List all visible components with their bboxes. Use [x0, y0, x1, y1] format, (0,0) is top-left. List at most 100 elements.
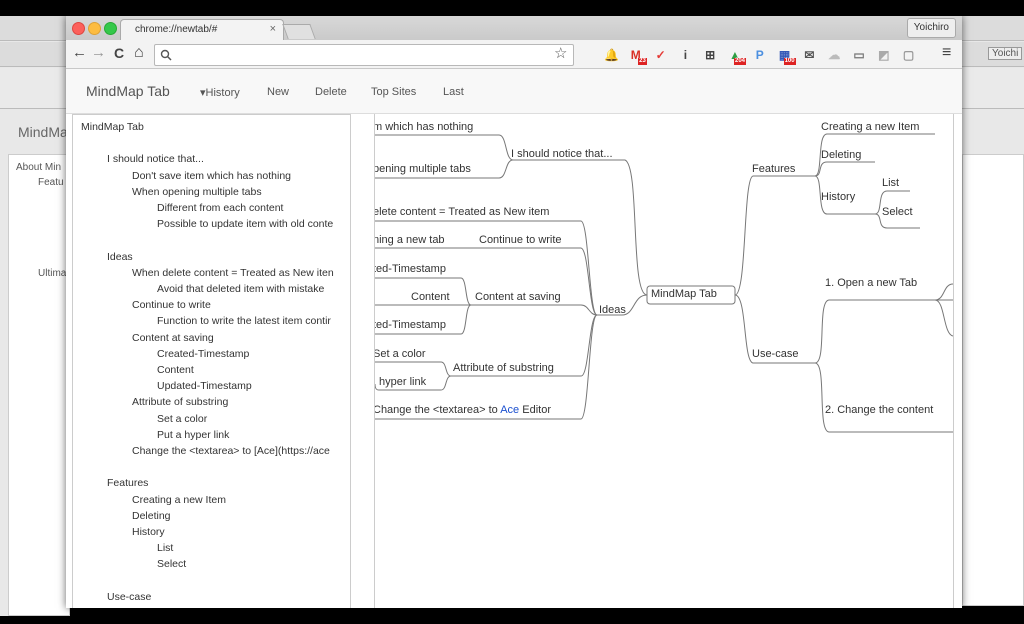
mindmap-root[interactable]: MindMap Tab	[651, 288, 717, 300]
new-tab-button[interactable]	[282, 24, 316, 39]
extension-glyph: ▦	[778, 48, 791, 62]
extension-glyph: ✓	[655, 48, 666, 62]
mindmap-node[interactable]: Continue to write	[479, 234, 562, 246]
mindmap-node[interactable]: pening multiple tabs	[374, 163, 471, 175]
mindmap-node-usecase[interactable]: Use-case	[752, 348, 799, 360]
close-window-button[interactable]	[72, 22, 85, 35]
background-toolbar	[0, 42, 70, 67]
background-window-left: MindMa About Min Featu Ultima	[0, 16, 70, 616]
address-bar[interactable]	[154, 44, 574, 66]
extension-glyph: ◩	[878, 48, 890, 62]
mindmap-node[interactable]: Content	[411, 291, 450, 303]
close-icon[interactable]: ×	[269, 23, 276, 35]
mindmap-node[interactable]: ted-Timestamp	[374, 319, 446, 331]
mindmap-node[interactable]: Set a color	[374, 348, 426, 360]
calendar-icon[interactable]: ▦100	[778, 48, 796, 65]
maximize-window-button[interactable]	[104, 22, 117, 35]
rss-icon[interactable]: ◩	[877, 48, 891, 62]
star-icon[interactable]: ☆	[554, 45, 568, 62]
user-profile-button[interactable]: Yoichiro	[906, 18, 956, 38]
background-line: Ultima	[38, 268, 67, 279]
mindmap-node[interactable]: List	[882, 177, 900, 189]
extension-glyph: ⊞	[705, 48, 716, 62]
address-input[interactable]	[177, 46, 541, 64]
outline-line: When opening multiple tabs	[132, 185, 262, 198]
mindmap-node-notice[interactable]: I should notice that...	[511, 148, 613, 160]
mindmap-node[interactable]: 2. Change the content	[825, 404, 934, 416]
extension-glyph: 🔔	[604, 48, 619, 62]
mindmap-node[interactable]: Deleting	[821, 149, 862, 161]
tab-newtab[interactable]: chrome://newtab/# ×	[120, 19, 284, 41]
outline-line: Change the <textarea> to [Ace](https://a…	[132, 445, 330, 457]
menu-top-sites[interactable]: Top Sites	[371, 86, 417, 98]
outline-line: I should notice that...	[107, 153, 204, 166]
mindmap-node[interactable]: elete content = Treated as New item	[374, 206, 550, 218]
forward-icon[interactable]: →	[91, 44, 106, 61]
doc-icon[interactable]: P	[753, 48, 767, 62]
mindmap-node[interactable]: History	[821, 191, 856, 203]
background-header	[0, 68, 70, 109]
mindmap-node[interactable]: Creating a new Item	[821, 121, 920, 133]
info-icon[interactable]: i	[678, 48, 692, 62]
app-brand[interactable]: MindMap Tab	[86, 83, 170, 99]
mindmap-node[interactable]: Select	[882, 206, 913, 218]
reload-icon[interactable]: C	[114, 45, 125, 61]
outline-line: Use-case	[107, 590, 152, 603]
outline-line: Content at saving	[132, 331, 214, 344]
mindmap-connectors	[375, 133, 953, 433]
outline-line: Continue to write	[132, 299, 211, 312]
menu-history[interactable]: ▾History	[200, 87, 240, 99]
home-icon[interactable]: ⌂	[134, 44, 144, 61]
background-titlebar	[958, 16, 1024, 41]
mindmap-node[interactable]: 1. Open a new Tab	[825, 277, 918, 289]
pocket-icon[interactable]: ✓	[654, 48, 668, 62]
window-icon[interactable]: ▭	[852, 48, 866, 62]
outline-line: Different from each content	[157, 202, 284, 214]
extension-glyph: M	[630, 48, 641, 62]
mindmap-node[interactable]: ted-Timestamp	[374, 263, 446, 275]
background-titlebar	[0, 16, 70, 41]
feedly-icon[interactable]: ▲204	[728, 48, 746, 65]
outline-line: History	[132, 526, 165, 538]
mindmap-node[interactable]: m which has nothing	[374, 121, 474, 133]
mail-icon[interactable]: ✉	[802, 48, 816, 62]
outline-line: Created-Timestamp	[157, 347, 250, 360]
menu-delete[interactable]: Delete	[315, 86, 347, 98]
extension-glyph: ▢	[902, 48, 915, 62]
background-line: Featu	[38, 177, 64, 188]
mindmap-node-features[interactable]: Features	[752, 163, 796, 175]
outline-line: Deleting	[132, 509, 171, 522]
minimize-window-button[interactable]	[88, 22, 101, 35]
background-user-button: Yoichi	[988, 47, 1023, 60]
tab-title: chrome://newtab/#	[135, 24, 218, 35]
app-header: MindMap Tab ▾History New Delete Top Site…	[66, 69, 962, 114]
extension-badge: 23	[638, 58, 647, 65]
bell-icon[interactable]: 🔔	[604, 48, 619, 62]
mindmap-node[interactable]: Content at saving	[475, 291, 561, 303]
menu-icon[interactable]: ≡	[942, 44, 952, 61]
mindmap-node[interactable]: Change the <textarea> to Ace Editor	[375, 404, 551, 416]
page-icon[interactable]: ▢	[902, 48, 916, 62]
extension-glyph: P	[755, 48, 764, 62]
browser-window: chrome://newtab/# × Yoichiro ← → C ⌂ ☆ 🔔…	[66, 16, 962, 608]
mindmap-node[interactable]: Attribute of substring	[453, 362, 554, 374]
mindmap-node-ideas[interactable]: Ideas	[599, 304, 626, 316]
background-content	[8, 154, 70, 616]
outline-line: Set a color	[157, 412, 208, 425]
extension-glyph: ✉	[804, 48, 815, 62]
cloud-icon[interactable]: ☁	[827, 48, 841, 62]
ace-link[interactable]: Ace	[500, 404, 520, 416]
mindmap-node[interactable]: hyper link	[379, 376, 427, 388]
outline-line: Creating a new Item	[132, 493, 226, 506]
menu-new[interactable]: New	[267, 86, 290, 98]
back-icon[interactable]: ←	[72, 44, 87, 61]
mindmap-node[interactable]: ning a new tab	[374, 234, 445, 246]
grid-icon[interactable]: ⊞	[703, 48, 717, 62]
tab-bar: chrome://newtab/# × Yoichiro	[66, 16, 962, 41]
outline-line: List	[157, 542, 174, 555]
outline-line: MindMap Tab	[81, 121, 144, 133]
menu-last[interactable]: Last	[443, 86, 464, 98]
